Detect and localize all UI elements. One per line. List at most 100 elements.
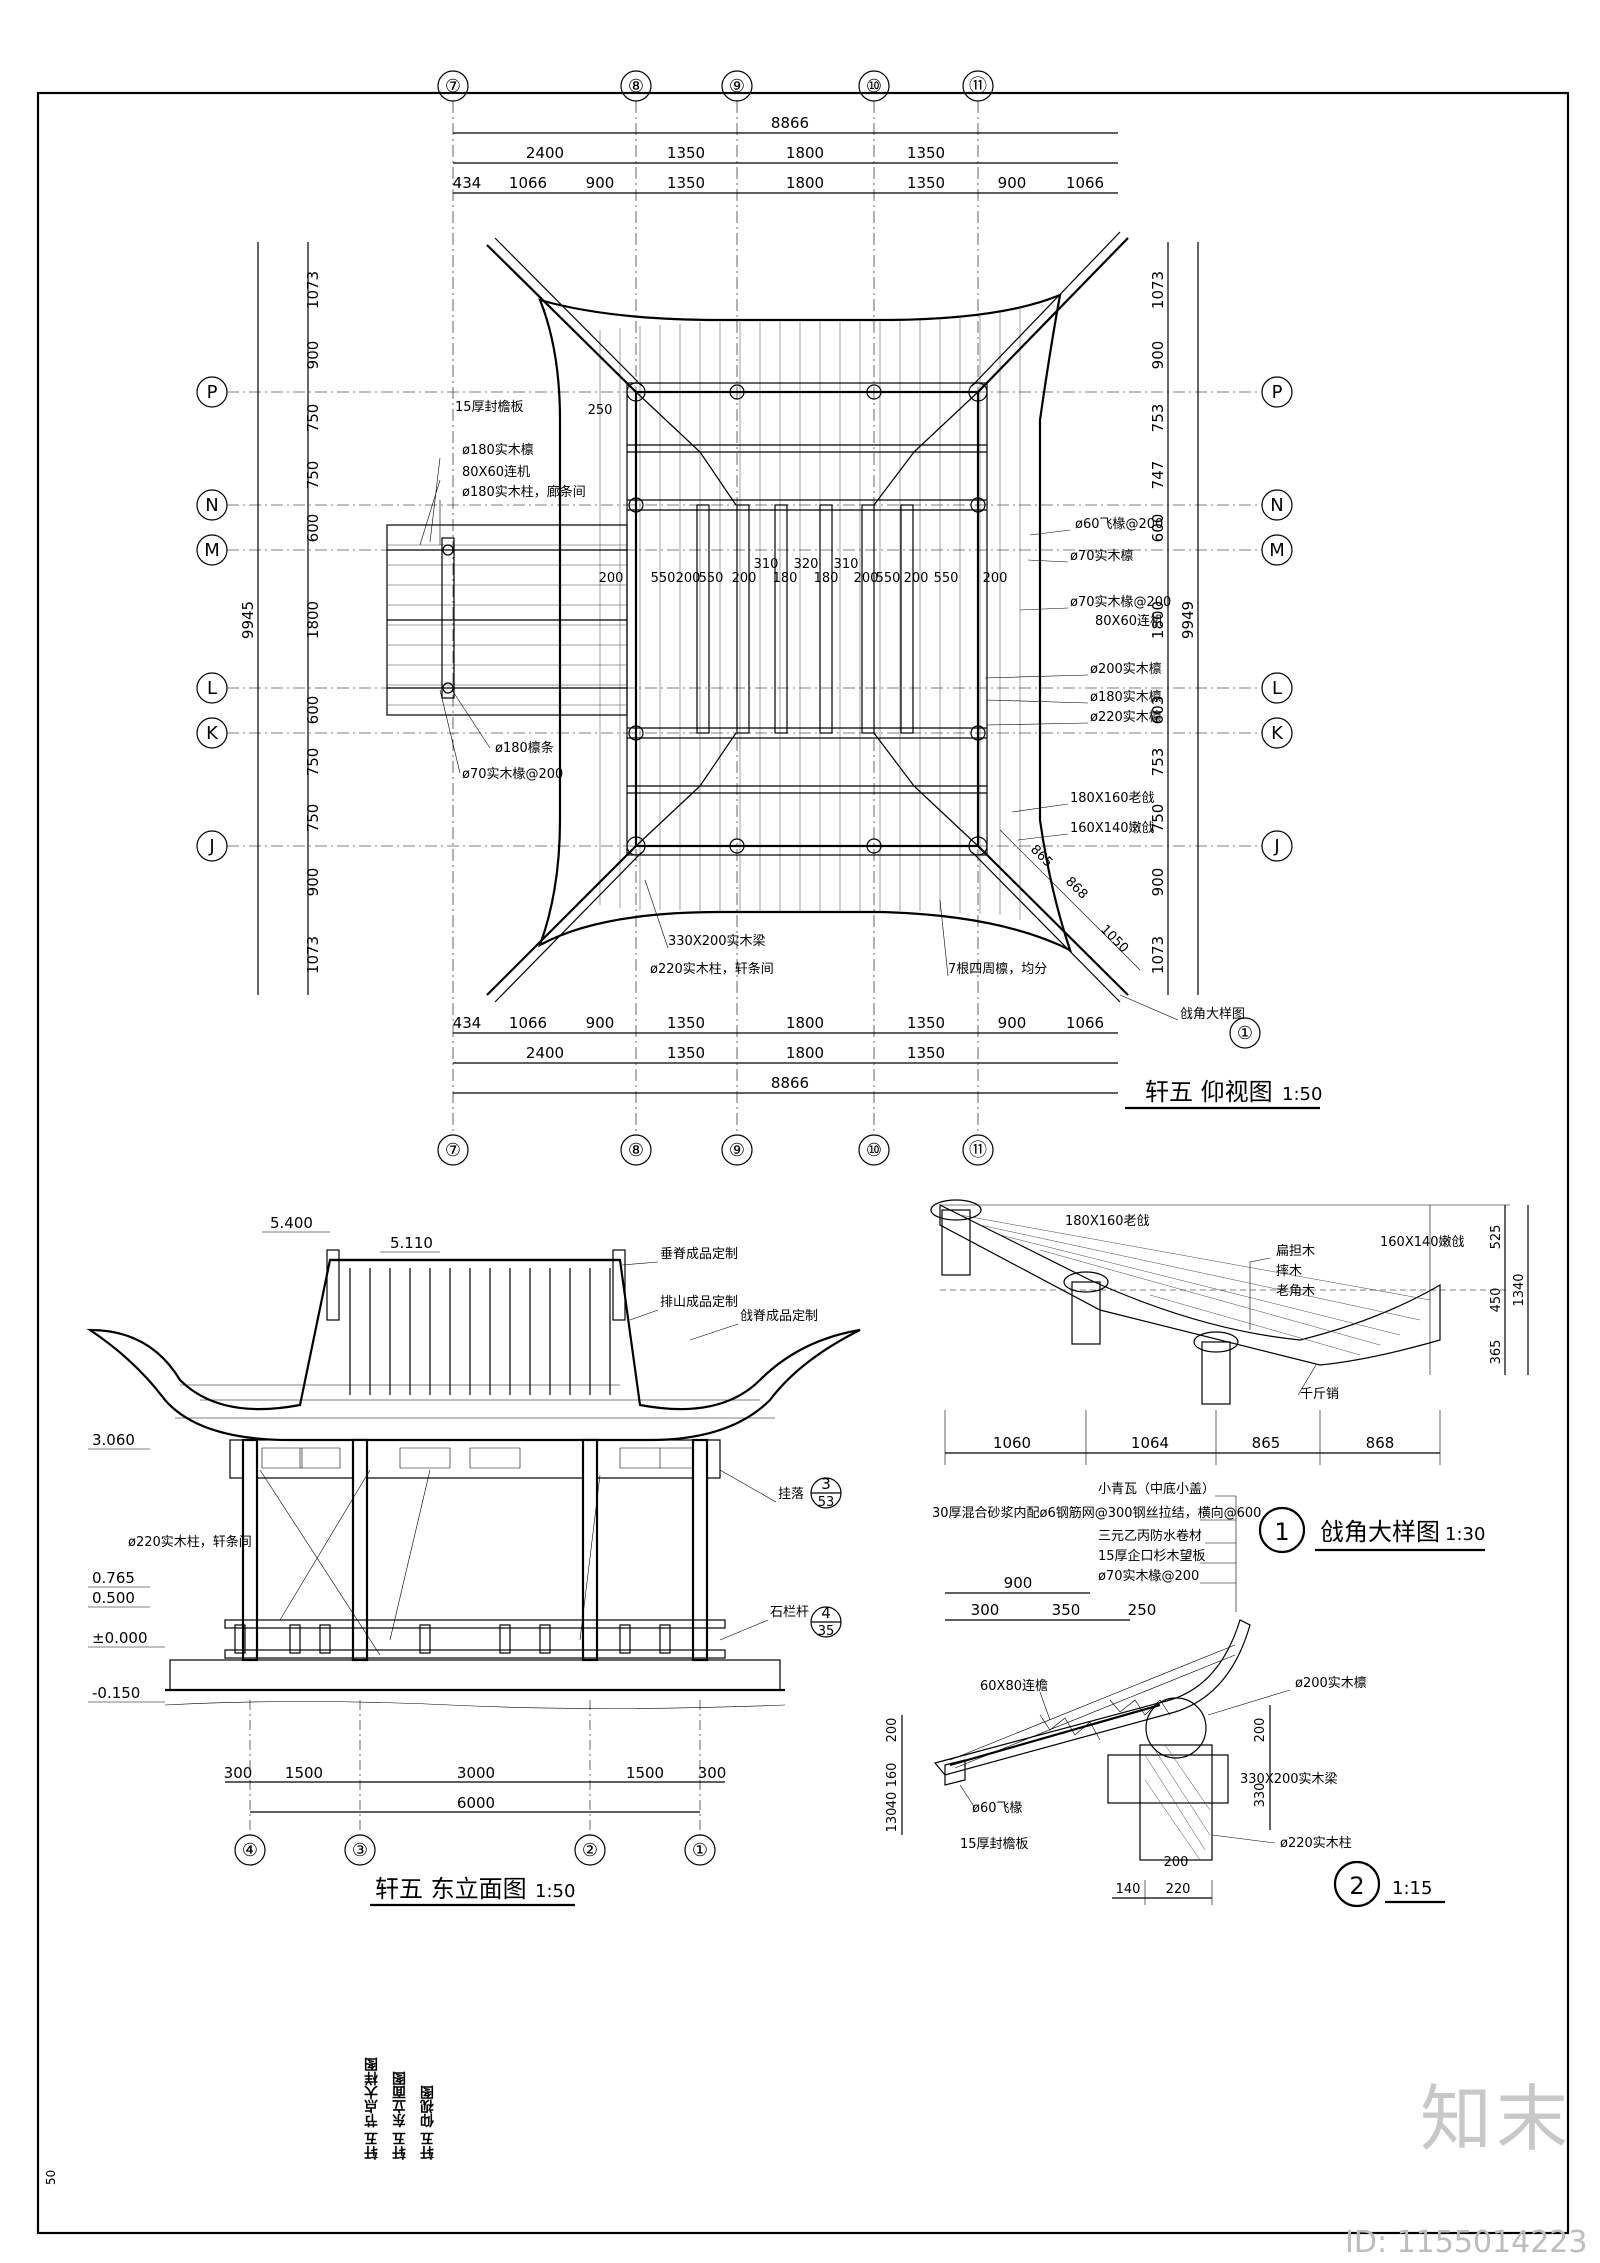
- plan-frame: [626, 382, 988, 856]
- elev-dims: 300 1500 3000 1500 300 6000: [224, 1700, 726, 1835]
- plan-grid-top: ⑦ ⑧ ⑨ ⑩ ⑪: [437, 70, 994, 102]
- d2-dim-200-right: 200: [1253, 1718, 1268, 1743]
- label-laoqiang: 180X160老戗: [1070, 791, 1155, 806]
- label-70-chuan-right: ø70实木椽@200: [1070, 595, 1171, 610]
- label-60-feichuan: ø60飞椽@200: [1075, 517, 1163, 532]
- dim-top-1350a: 1350: [667, 144, 705, 162]
- dim-bot-434: 434: [453, 1014, 482, 1032]
- label-nenqiang: 160X140嫩戗: [1070, 821, 1155, 836]
- callout-4: 4: [821, 1604, 831, 1622]
- dim-top-1350b: 1350: [907, 144, 945, 162]
- plan-title-text: 轩五 仰视图: [1145, 1078, 1273, 1106]
- sheet-notes: 轩五 仰视图 轩五 东立面图 轩五 节点大样图: [364, 2040, 438, 2160]
- idim-7: 320: [794, 557, 819, 572]
- d1-dim-365: 365: [1489, 1340, 1504, 1365]
- d2-dim-40: 40: [885, 1792, 900, 1809]
- dim-left-1800: 1800: [304, 601, 322, 639]
- d2-dim-900: 900: [1004, 1574, 1033, 1592]
- dim-left-600b: 600: [304, 696, 322, 725]
- plan-scale: 1:50: [1282, 1084, 1322, 1105]
- dim-bot-1350d: 1350: [907, 1044, 945, 1062]
- dim-bot-1350a: 1350: [667, 1014, 705, 1032]
- label-qiangjiao-ref: 戗角大样图: [1180, 1007, 1245, 1022]
- label-fengyanban: 15厚封檐板: [455, 400, 524, 415]
- d2-layer-2: 三元乙丙防水卷材: [1098, 1528, 1202, 1544]
- plan-annex: [386, 524, 628, 716]
- d1-num: 1: [1274, 1518, 1289, 1546]
- d1-label-qianjinxiao: 千斤销: [1300, 1387, 1339, 1402]
- callout-3: 3: [821, 1475, 831, 1493]
- plan-labels-right: ø60飞椽@200 ø70实木檩 ø70实木椽@200 80X60连机 ø200…: [984, 517, 1171, 841]
- d2-label-fengyanban: 15厚封檐板: [960, 1837, 1029, 1852]
- cdim-1050: 1050: [1097, 922, 1131, 956]
- idim-6: 180: [773, 571, 798, 586]
- d2-layer-0: 小青瓦（中底小盖）: [1098, 1481, 1215, 1497]
- grid-L-right: L: [1272, 678, 1282, 699]
- dim-top-900a: 900: [586, 174, 615, 192]
- elev-levels: 5.400 5.110 3.060 0.765 0.500 ±0.000 -0.…: [88, 1214, 440, 1703]
- plan-dims-bottom: 434 1066 900 1350 1800 1350 900 1066 240…: [453, 1014, 1118, 1094]
- d1-dim-868: 868: [1366, 1434, 1395, 1452]
- grid-P-right: P: [1272, 382, 1283, 403]
- d1-dim-1064: 1064: [1131, 1434, 1169, 1452]
- label-shilangan: 石栏杆: [770, 1605, 809, 1620]
- grid-J-right: J: [1273, 836, 1279, 857]
- cdim-865: 865: [1027, 842, 1055, 870]
- d2-dim-200-bottom: 200: [1164, 1855, 1189, 1870]
- watermark-logo: 知末: [1420, 2077, 1573, 2161]
- detail-1: 180X160老戗 160X140嫩戗 扁担木 摔木 老角木 千斤销 525 4…: [930, 1199, 1529, 1554]
- grid-N-left: N: [205, 495, 218, 516]
- d2-label-220-zhu: ø220实木柱: [1280, 1836, 1352, 1851]
- page-number: 50: [44, 2169, 58, 2185]
- egrid-2: ②: [582, 1840, 598, 1861]
- grid-P-left: P: [207, 382, 218, 403]
- dim-top-900b: 900: [998, 174, 1027, 192]
- callout-1: ①: [1237, 1023, 1253, 1044]
- label-180-zhu: ø180实木柱，廊条间: [462, 484, 586, 500]
- d1-dim-525: 525: [1489, 1225, 1504, 1250]
- label-gualuo: 挂落: [778, 1487, 804, 1502]
- idim-5: 310: [754, 557, 779, 572]
- d2-dim-250: 250: [1128, 1601, 1157, 1619]
- grid-L-left: L: [207, 678, 217, 699]
- elev-callouts: 3 53 4 35: [810, 1475, 842, 1639]
- grid-11-top: ⑪: [969, 76, 987, 97]
- elev-lattice: [261, 1447, 701, 1469]
- dim-left-750d: 750: [304, 804, 322, 833]
- dim-right-1073a: 1073: [1149, 271, 1167, 309]
- label-7-lin: 7根四周檩，均分: [948, 962, 1047, 977]
- elev-labels: 垂脊成品定制 排山成品定制 戗脊成品定制 ø220实木柱，轩条间 挂落 石栏杆: [128, 1247, 818, 1641]
- d2-dim-140: 140: [1116, 1882, 1141, 1897]
- dim-right-900b: 900: [1149, 868, 1167, 897]
- d1-scale: 1:30: [1445, 1524, 1485, 1545]
- plan-dims-right: 9949 1073 900 753 747 600 1800 603 753 7…: [1149, 242, 1199, 995]
- label-70-lin: ø70实木檩: [1070, 549, 1134, 564]
- idim-14: 200: [983, 571, 1008, 586]
- dim-right-750: 750: [1149, 804, 1167, 833]
- grid-M-right: M: [1269, 540, 1285, 561]
- d2-dim-220: 220: [1166, 1882, 1191, 1897]
- dim-left-total: 9945: [239, 601, 257, 639]
- elev-roof-outline: [86, 1258, 861, 1442]
- callout-4-sheet: 35: [818, 1624, 835, 1639]
- dim-left-900b: 900: [304, 868, 322, 897]
- idim-2: 200: [676, 571, 701, 586]
- d2-dim-130: 130: [885, 1808, 900, 1833]
- dim-top-1800: 1800: [786, 144, 824, 162]
- sheet-note-plan: 轩五 仰视图: [420, 2085, 436, 2160]
- dim-total-top: 8866: [771, 114, 809, 132]
- dim-left-750b: 750: [304, 461, 322, 490]
- grid-10-top: ⑩: [866, 76, 882, 97]
- grid-M-left: M: [204, 540, 220, 561]
- edim-1500a: 1500: [285, 1764, 323, 1782]
- plan-labels-bottom: 330X200实木梁 ø220实木柱，轩条间 7根四周檩，均分 戗角大样图 ①: [644, 879, 1261, 1049]
- dim-left-750c: 750: [304, 748, 322, 777]
- d2-label-beam: 330X200实木梁: [1240, 1772, 1338, 1787]
- label-180-lintiao: ø180檩条: [495, 740, 554, 756]
- d1-label-laoqiang: 180X160老戗: [1065, 1214, 1150, 1229]
- label-180-lin: ø180实木檩: [462, 443, 534, 458]
- edim-1500b: 1500: [626, 1764, 664, 1782]
- detail-2: 小青瓦（中底小盖） 30厚混合砂浆内配ø6钢筋网@300钢丝拉结，横向@600 …: [885, 1481, 1445, 1908]
- d1-label-nenqiang: 160X140嫩戗: [1380, 1235, 1465, 1250]
